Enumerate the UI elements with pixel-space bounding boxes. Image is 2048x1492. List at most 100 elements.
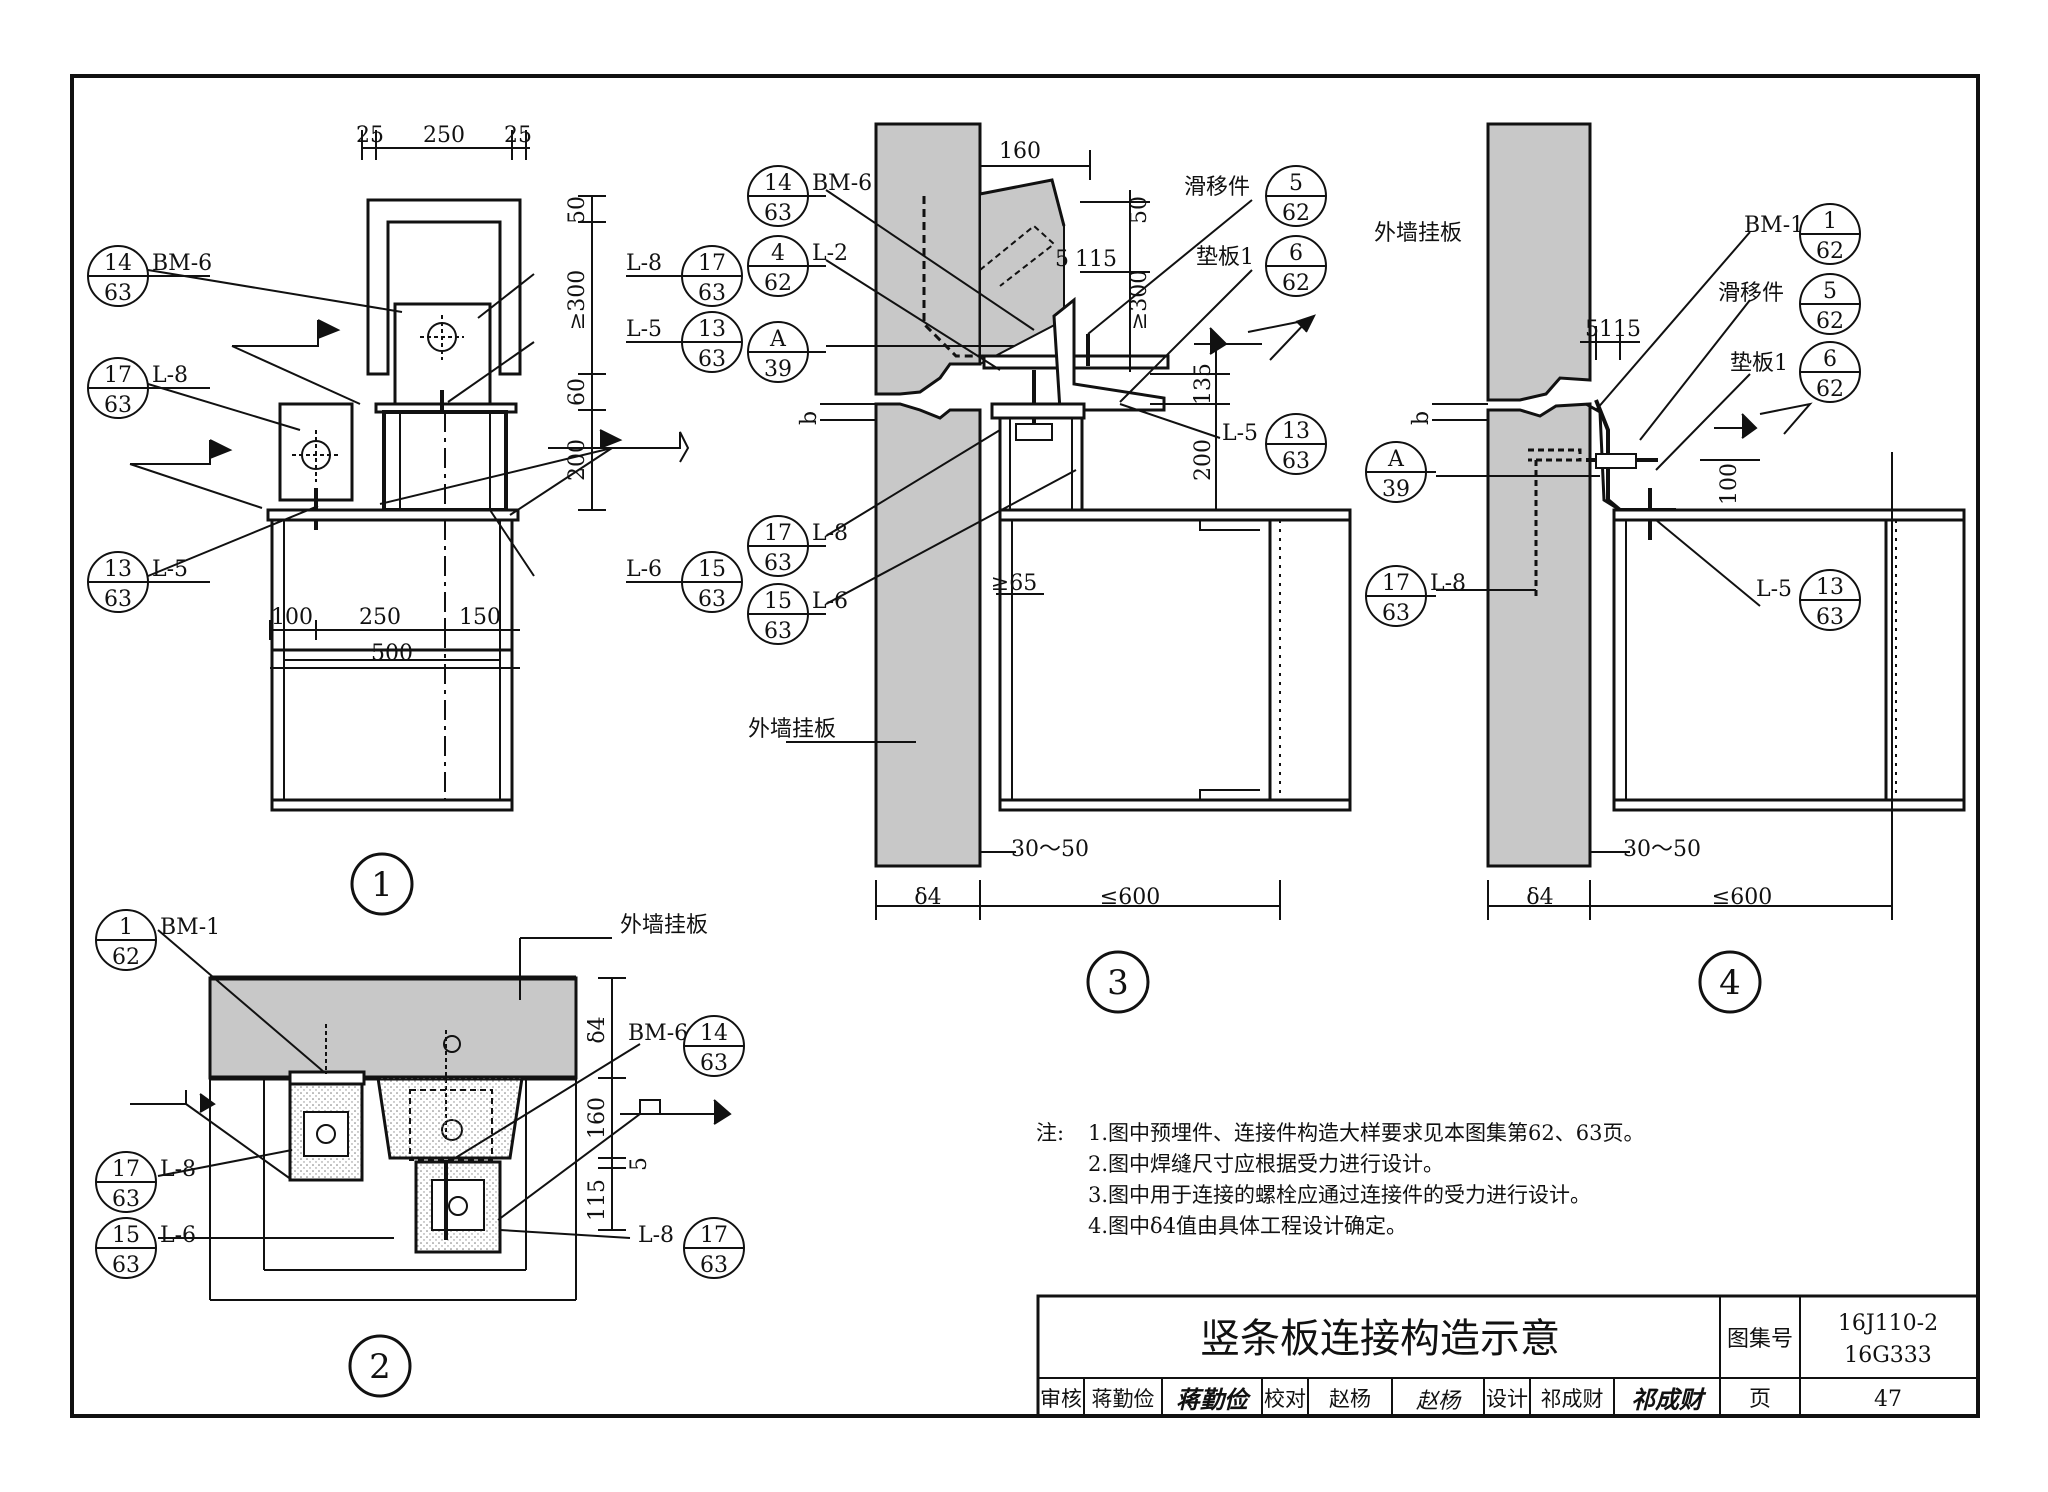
reviewer-signature: 蒋勤俭 [1176,1385,1252,1414]
page-label: 页 [1749,1387,1771,1412]
d3-ref4-page: 63 [764,551,792,576]
d1-dim-300: ≥300 [565,270,590,330]
d3-ref1-num: 14 [764,171,792,196]
d3-ref7-num: 6 [1289,241,1303,266]
d1-dim-60: 60 [565,378,590,406]
d3-ref2-num: 4 [771,241,785,266]
detail-1-number: 1 [371,865,393,905]
atlas-no-1: 16J110-2 [1838,1311,1938,1336]
d3-dim-3050: 30～50 [1011,837,1089,862]
d4-ref5-code: L-8 [1430,571,1466,596]
d1-dim-250top: 250 [423,123,465,148]
detail-2-number-badge: 2 [348,1334,412,1398]
d2-ref5-num: 17 [700,1223,728,1248]
detail-4 [1432,122,1966,920]
d2-ref4-page: 63 [112,1253,140,1278]
d4-wall-upper [1486,122,1592,402]
d4-ref6-code: L-5 [1756,577,1792,602]
d3-ref4-code: L-8 [812,521,848,546]
d4-wall-lower [1486,402,1592,868]
detail-3-labels: 14 63 BM-6 4 62 L-2 A 39 17 63 L-8 15 63… [748,139,1310,910]
d3-dim-160: 160 [999,139,1041,164]
detail-2-number: 2 [369,1347,391,1387]
d4-wall-label: 外墙挂板 [1374,221,1462,246]
d2-ref1-code: BM-1 [160,915,220,940]
d1-ref4-num: 17 [104,363,132,388]
d1-ref1-page: 63 [104,281,132,306]
designer-name: 祁成财 [1541,1387,1604,1411]
d2-wall-label: 外墙挂板 [620,913,708,938]
d1-dim-200: 200 [565,439,590,481]
title-block-text: 竖条板连接构造示意 图集号 16J110-2 16G333 页 47 审核 蒋勤… [1040,1311,1938,1414]
d4-ref2-code: 滑移件 [1718,281,1784,306]
d2-ref3-num: 17 [112,1157,140,1182]
d2-wall-panel [208,976,578,1080]
d4-dim-b: b [1409,411,1434,425]
d3-ref8-num: 13 [1282,419,1310,444]
atlas-no-2: 16G333 [1844,1343,1932,1368]
d3-ref5-code: L-6 [812,589,848,614]
detail-4-labels: 1 62 BM-1 5 62 滑移件 6 62 垫板1 A 39 17 63 L… [1374,209,1844,910]
d3-ref8-code: L-5 [1222,421,1258,446]
d1-ref1-code: BM-6 [152,251,212,276]
detail-3-refs [747,165,1327,645]
d1-ref2-num: 17 [698,251,726,276]
detail-1 [129,130,690,812]
d4-ref2-page: 62 [1816,309,1844,334]
title-block [1036,1294,1980,1418]
drawing-title: 竖条板连接构造示意 [1200,1316,1560,1362]
d4-ref4-num: A [1387,447,1405,472]
d3-ref5-num: 15 [764,589,792,614]
d1-dim-150: 150 [459,605,501,630]
d3-dim-5: 5 [1055,247,1069,272]
d3-ref3-num: A [769,327,787,352]
d1-dim-100: 100 [271,605,313,630]
atlas-label: 图集号 [1727,1327,1793,1352]
review-label: 审核 [1040,1387,1082,1411]
d3-ref1-page: 63 [764,201,792,226]
d3-ref7-page: 62 [1282,271,1310,296]
d4-ref5-num: 17 [1382,571,1410,596]
detail-3-number: 3 [1107,963,1129,1003]
d1-dim-250: 250 [359,605,401,630]
d1-dim-500: 500 [371,641,413,666]
d3-dim-300: ≥300 [1127,270,1152,330]
d1-ref6-code: L-6 [626,557,662,582]
note-4: 4.图中δ4值由具体工程设计确定。 [1036,1211,1756,1242]
d2-ref5-page: 63 [700,1253,728,1278]
d3-ref2-page: 62 [764,271,792,296]
detail-2 [130,929,732,1301]
sheet-border [70,74,1980,1418]
d3-wall-lower [874,402,982,868]
d3-ref5-page: 63 [764,619,792,644]
detail-4-number: 4 [1719,963,1741,1003]
d3-dim-d4: δ4 [914,885,941,910]
checker-name: 赵杨 [1329,1387,1371,1411]
d4-dim-5: 5 [1585,317,1599,342]
d3-dim-65: ≥65 [991,571,1037,596]
d4-ref6-page: 63 [1816,605,1844,630]
d3-dim-200: 200 [1191,439,1216,481]
d2-dim-5: 5 [627,1157,652,1171]
d1-ref4-code: L-8 [152,363,188,388]
note-3: 3.图中用于连接的螺栓应通过连接件的受力进行设计。 [1036,1180,1756,1211]
d3-wall-label: 外墙挂板 [748,717,836,742]
d2-ref3-page: 63 [112,1187,140,1212]
d4-dim-115: 115 [1599,317,1641,342]
note-1: 注:1.图中预埋件、连接件构造大样要求见本图集第62、63页。 [1036,1118,1756,1149]
d3-dim-115: 115 [1075,247,1117,272]
d4-ref6-num: 13 [1816,575,1844,600]
d1-ref2-page: 63 [698,281,726,306]
d3-dim-600: ≤600 [1100,885,1160,910]
d3-ref4-num: 17 [764,521,792,546]
d1-dim-25b: 25 [504,123,532,148]
detail-1-refs [87,245,743,613]
d1-ref4-page: 63 [104,393,132,418]
detail-4-number-badge: 4 [1698,950,1762,1014]
d2-ref1-num: 1 [119,915,133,940]
d3-ref7-code: 垫板1 [1196,245,1254,270]
d1-ref5-num: 13 [104,557,132,582]
d2-ref2-page: 63 [700,1051,728,1076]
detail-3-number-badge: 3 [1086,950,1150,1014]
d4-dim-100: 100 [1717,463,1742,505]
